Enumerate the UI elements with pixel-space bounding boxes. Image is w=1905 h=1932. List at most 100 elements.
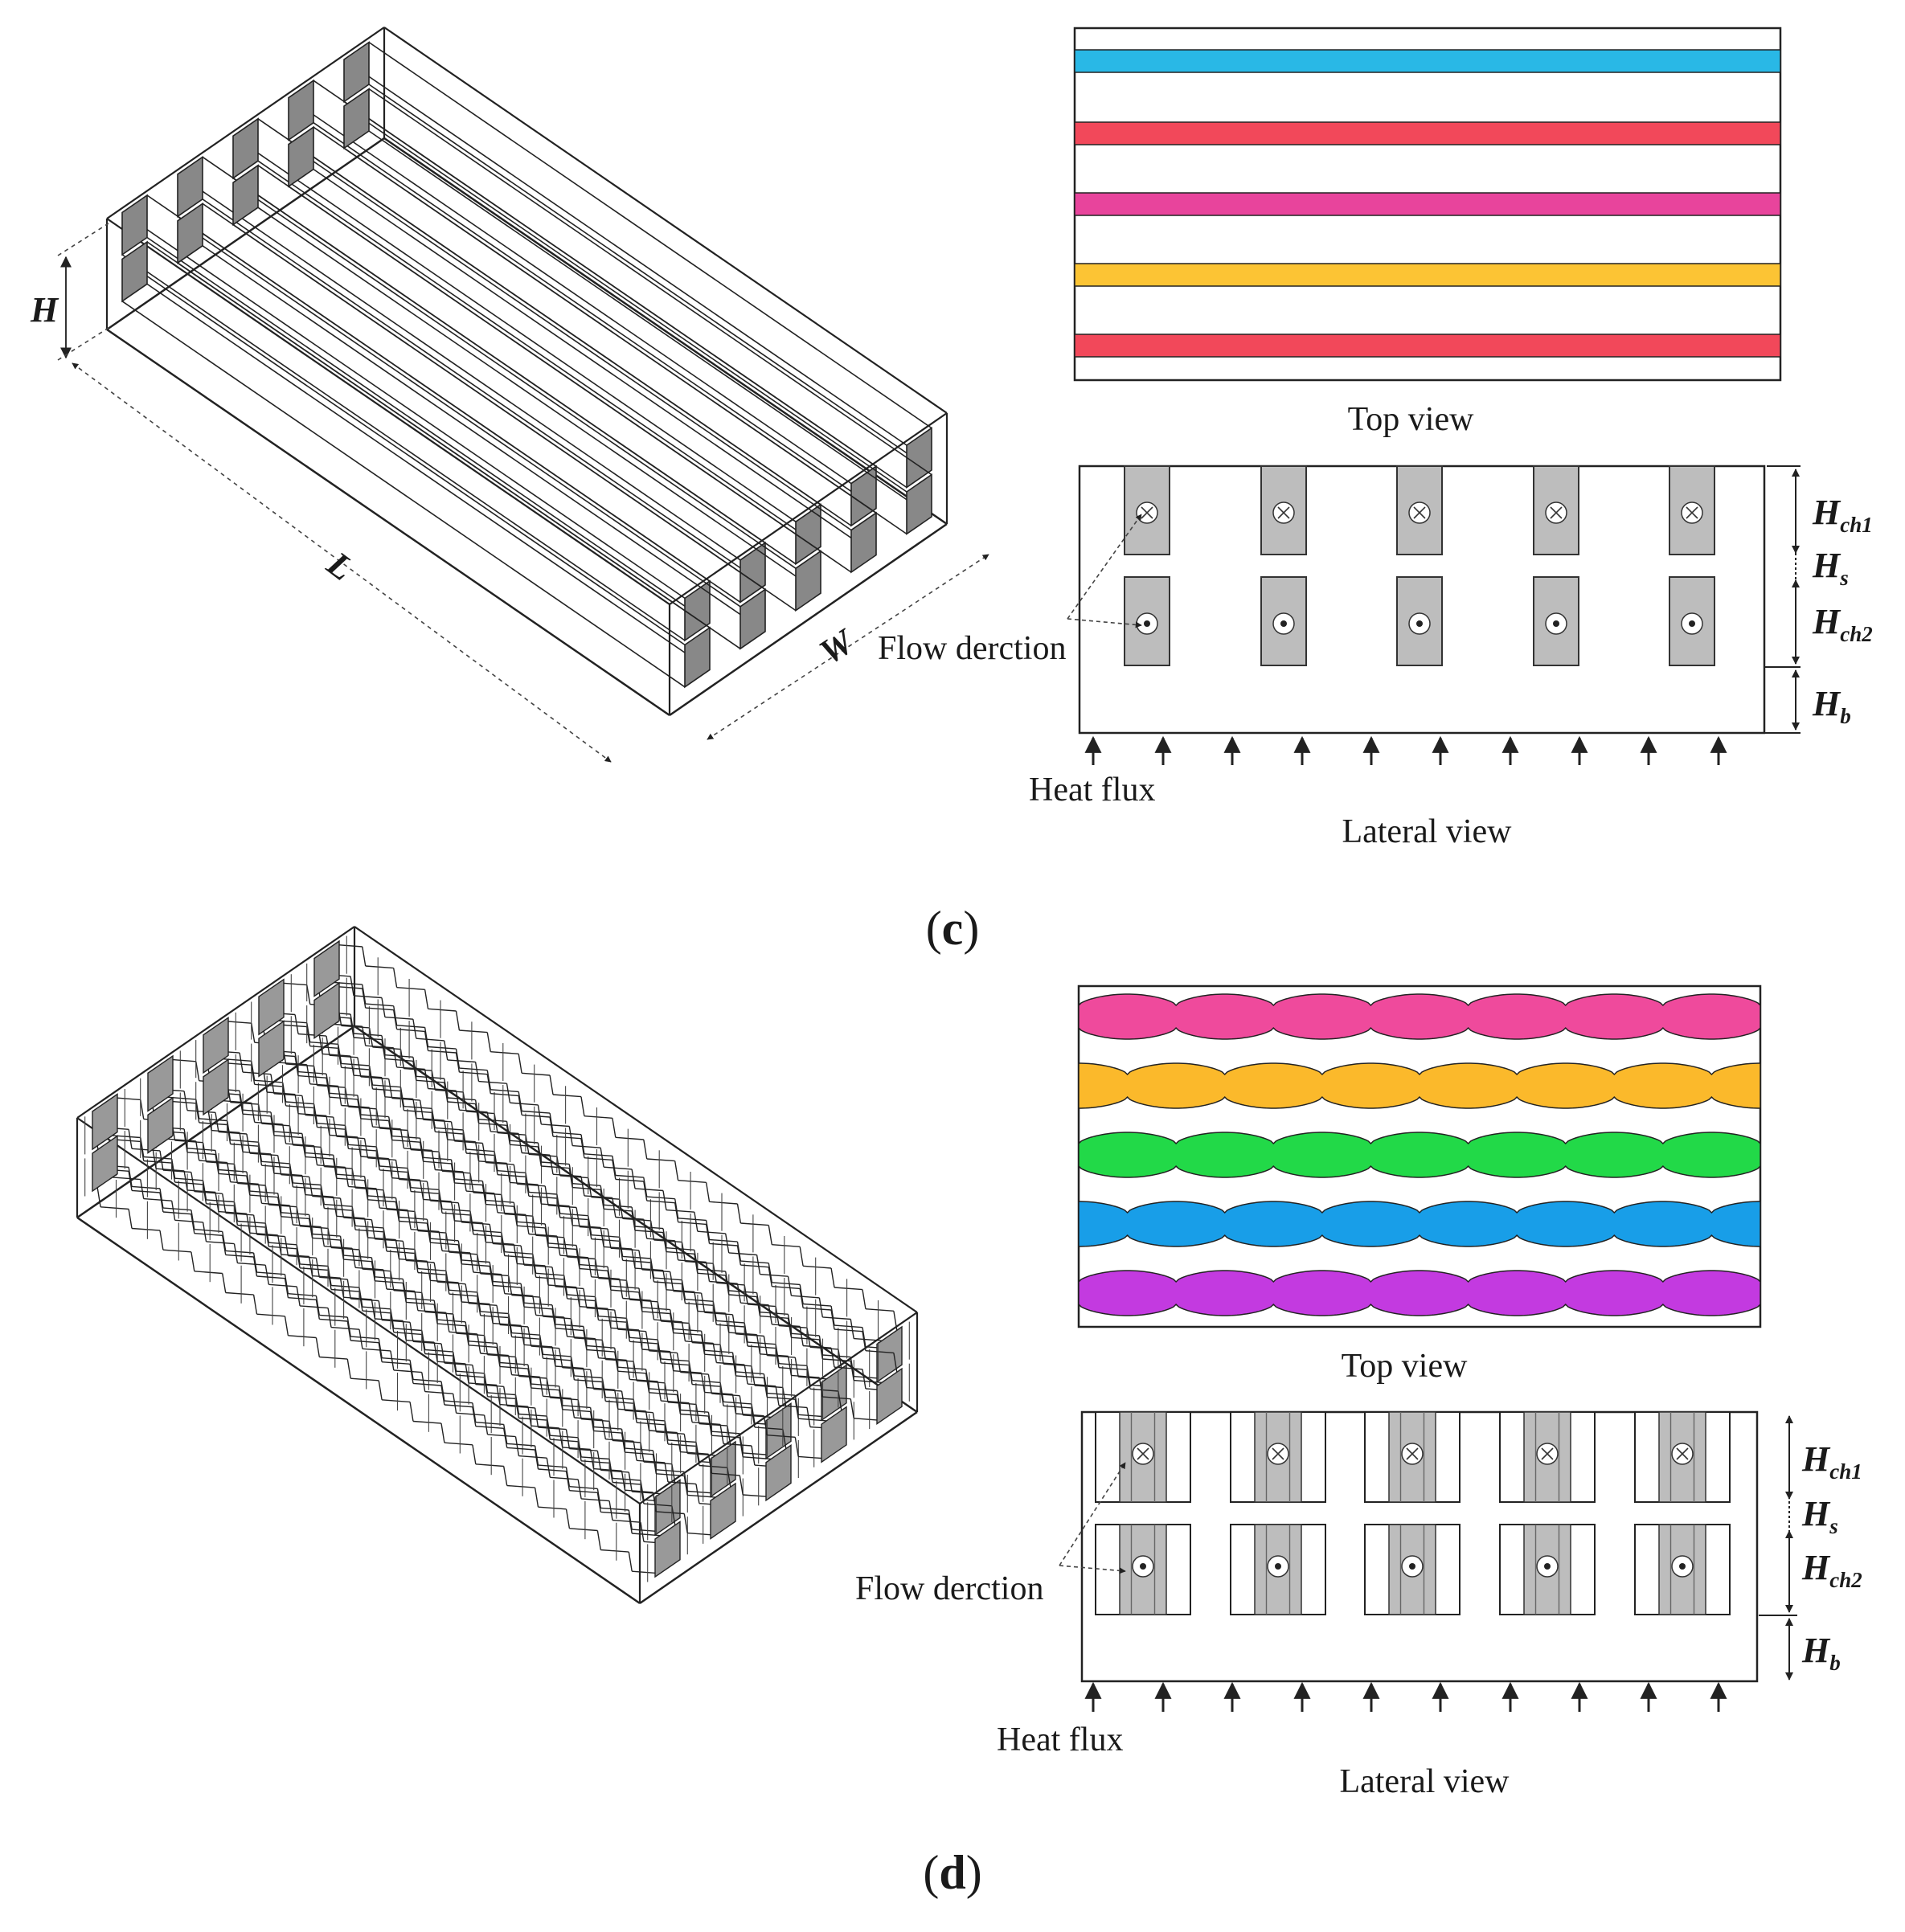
top-view-d: Top view xyxy=(1077,984,1762,1385)
dim-hs-c: Hs xyxy=(1812,546,1849,590)
block-edge xyxy=(834,1287,863,1291)
block-edge xyxy=(474,1141,480,1161)
block-edge xyxy=(694,1250,698,1270)
block-edge xyxy=(494,1155,498,1175)
block-edge xyxy=(256,1313,285,1317)
channel-face xyxy=(288,79,314,141)
block-edge xyxy=(242,1151,272,1155)
block-edge xyxy=(518,1091,522,1111)
block-edge xyxy=(501,1194,506,1214)
block-edge xyxy=(128,1167,133,1187)
block-edge xyxy=(433,1342,438,1362)
block-edge xyxy=(670,1271,674,1291)
block-edge xyxy=(522,1152,551,1156)
block-edge xyxy=(350,1340,379,1344)
block-edge xyxy=(685,1299,714,1302)
block-edge xyxy=(343,1259,372,1263)
block-edge xyxy=(731,1394,737,1414)
block-edge xyxy=(605,1439,634,1442)
flow-into-icon xyxy=(1137,1447,1149,1460)
flow-into-icon xyxy=(1141,506,1153,519)
block-edge xyxy=(190,1214,195,1234)
block-edge xyxy=(338,1048,342,1068)
block-edge xyxy=(787,1356,793,1376)
block-edge xyxy=(437,1281,466,1285)
block-edge xyxy=(657,1343,662,1364)
block-edge xyxy=(282,1082,287,1103)
block-edge xyxy=(225,1291,254,1296)
block-edge xyxy=(324,1246,353,1249)
block-edge xyxy=(256,1275,285,1279)
block-edge xyxy=(736,1245,742,1266)
block-edge xyxy=(233,1205,239,1226)
block-edge xyxy=(270,1111,275,1132)
block-edge xyxy=(667,1439,697,1443)
flow-out-icon xyxy=(1409,1563,1415,1570)
block-edge xyxy=(483,1414,489,1435)
block-edge xyxy=(520,1325,525,1345)
block-edge xyxy=(121,211,686,600)
block-edge xyxy=(430,1238,459,1242)
block-edge xyxy=(227,1124,231,1144)
block-edge xyxy=(246,1133,251,1154)
block-edge xyxy=(264,1222,269,1243)
block-edge xyxy=(379,1207,408,1211)
block-edge xyxy=(344,1167,350,1187)
block-edge xyxy=(550,1439,579,1443)
block-edge xyxy=(233,1164,239,1184)
block-edge xyxy=(375,1150,380,1171)
block-edge xyxy=(518,1095,522,1115)
block-edge xyxy=(143,1160,172,1164)
block-edge xyxy=(159,1188,164,1209)
block-edge xyxy=(381,1077,386,1097)
block-edge xyxy=(657,1339,662,1360)
block-edge xyxy=(399,1087,405,1107)
block-edge xyxy=(140,1099,145,1119)
block-edge xyxy=(338,1086,342,1106)
block-edge xyxy=(731,1314,737,1334)
block-edge xyxy=(232,182,797,569)
block-edge xyxy=(664,1462,669,1483)
dim-hch2-c: Hch2 xyxy=(1812,602,1873,646)
block-edge xyxy=(625,1410,653,1414)
block-edge xyxy=(513,1206,518,1226)
block-edge xyxy=(384,1058,413,1062)
block-edge xyxy=(619,1199,624,1219)
block-edge xyxy=(518,1133,522,1153)
block-edge xyxy=(607,1228,612,1249)
block-edge xyxy=(417,1267,446,1271)
block-edge xyxy=(282,1124,287,1144)
block-edge xyxy=(177,220,741,608)
block-edge xyxy=(640,1442,645,1463)
block-edge xyxy=(437,1319,466,1323)
block-edge xyxy=(131,1227,161,1231)
block-edge xyxy=(375,1146,380,1167)
block-edge xyxy=(346,1320,351,1341)
block-edge xyxy=(162,1169,191,1173)
block-edge xyxy=(640,1484,645,1504)
block-edge xyxy=(237,1220,266,1224)
block-edge xyxy=(661,1320,690,1324)
block-edge xyxy=(199,1122,227,1126)
block-edge xyxy=(572,1225,601,1229)
block-edge xyxy=(806,1365,811,1386)
block-edge xyxy=(518,1413,547,1417)
block-edge xyxy=(186,1110,216,1113)
block-edge xyxy=(754,1385,783,1389)
block-edge xyxy=(579,1263,608,1267)
block-edge xyxy=(438,1231,443,1251)
block-edge xyxy=(854,1337,883,1341)
channel-face xyxy=(203,1016,229,1074)
block-edge xyxy=(622,1255,651,1259)
block-edge xyxy=(555,1286,584,1290)
block-edge xyxy=(751,1365,756,1386)
block-edge xyxy=(562,1405,591,1409)
block-edge xyxy=(865,1308,894,1312)
block-edge xyxy=(391,1135,420,1139)
block-edge xyxy=(637,1380,666,1384)
block-edge xyxy=(493,1284,522,1288)
block-edge xyxy=(375,1318,404,1322)
block-edge xyxy=(716,1361,745,1365)
block-edge xyxy=(468,1303,498,1306)
block-edge xyxy=(445,1275,450,1295)
